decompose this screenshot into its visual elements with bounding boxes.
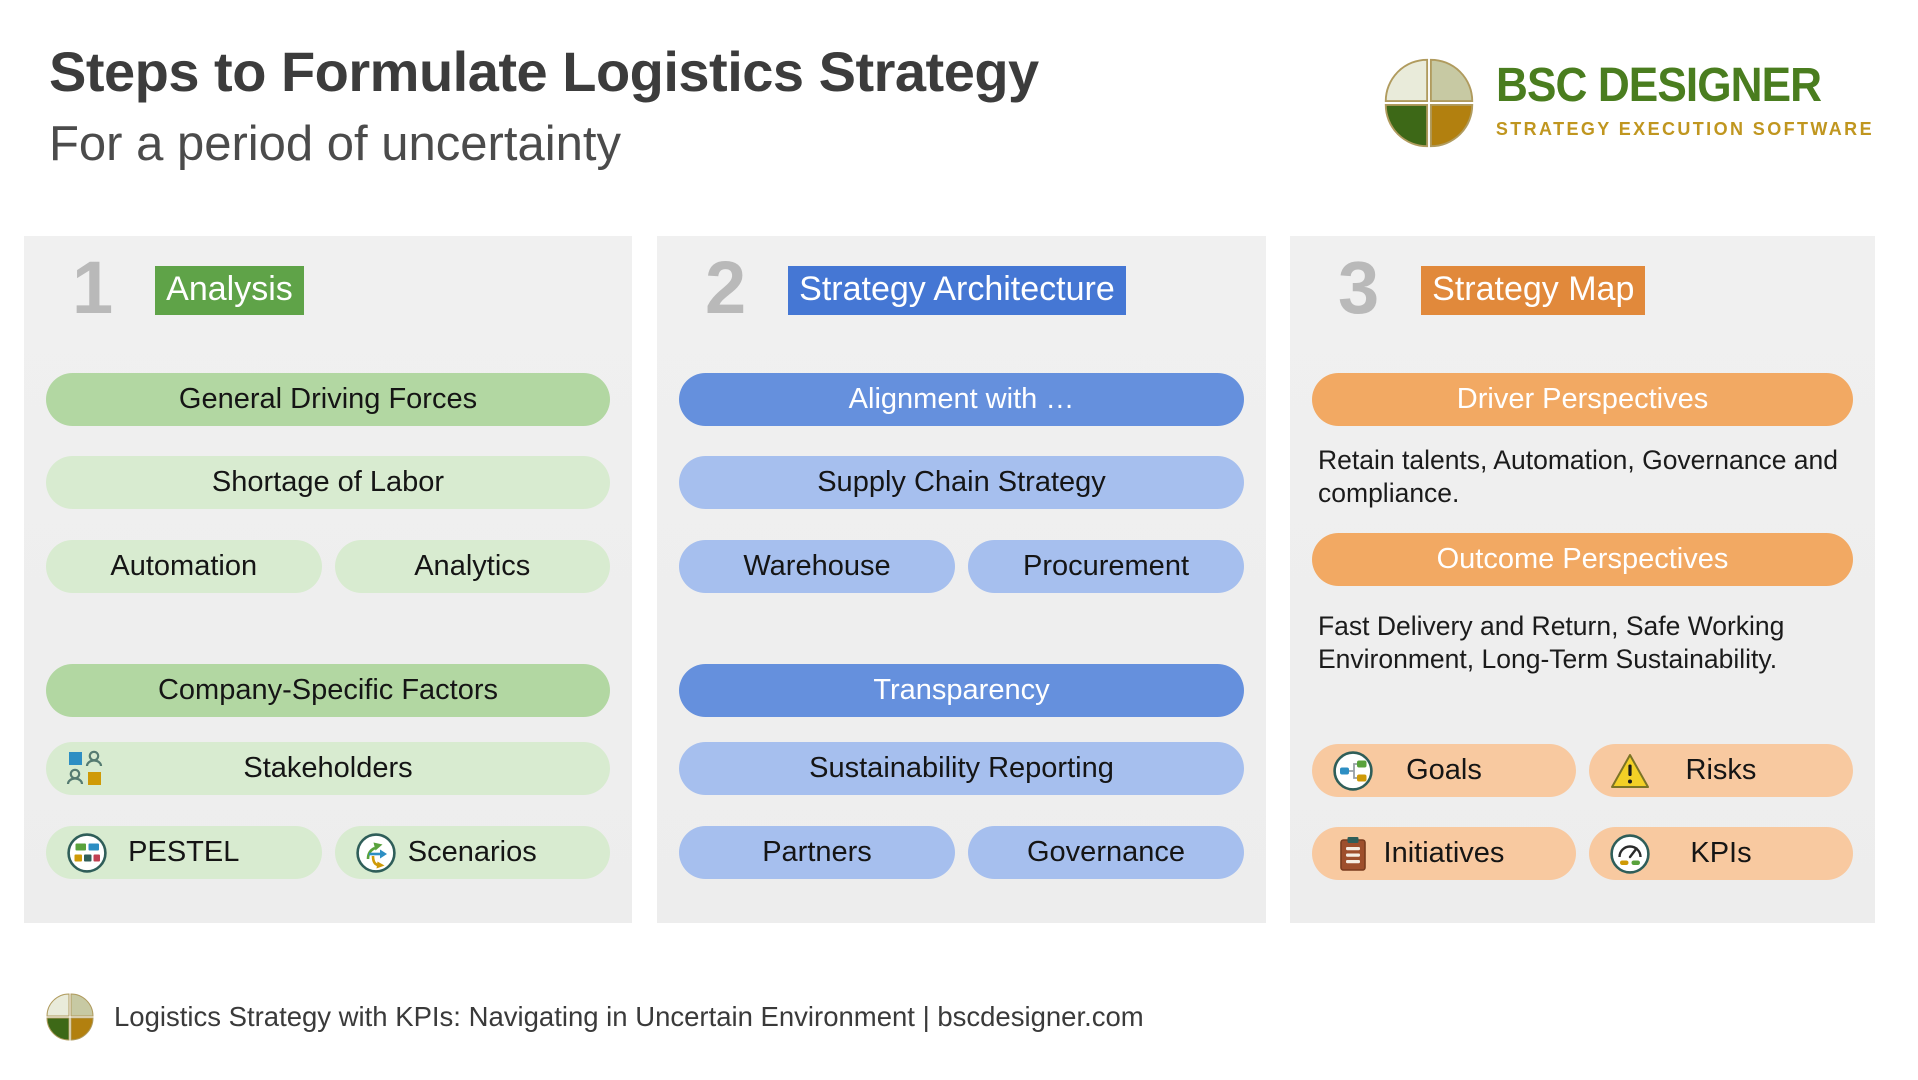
step-number-1: 1: [72, 246, 114, 329]
footer-quadrant-logo-icon: [46, 993, 94, 1041]
pill-outcome-perspectives: Outcome Perspectives: [1312, 533, 1853, 586]
driver-perspectives-note: Retain talents, Automation, Governance a…: [1318, 445, 1839, 508]
pill-alignment: Alignment with …: [679, 373, 1244, 426]
pill-label: Goals: [1406, 754, 1482, 786]
step-header-strategy-map: 3 Strategy Map: [1338, 246, 1646, 329]
step-title-analysis: Analysis: [155, 266, 304, 316]
brand-logo: BSC DESIGNER STRATEGY EXECUTION SOFTWARE: [1382, 56, 1874, 150]
pill-kpis: KPIs: [1589, 827, 1853, 880]
brand-name: BSC DESIGNER: [1495, 59, 1822, 112]
brand-text: BSC DESIGNER STRATEGY EXECUTION SOFTWARE: [1496, 56, 1874, 140]
pill-shortage-of-labor: Shortage of Labor: [46, 456, 610, 509]
pill-label: KPIs: [1690, 837, 1752, 869]
stakeholders-icon: [66, 747, 110, 791]
footer: Logistics Strategy with KPIs: Navigating…: [45, 992, 1144, 1042]
pill-transparency: Transparency: [679, 664, 1244, 717]
kpis-gauge-icon: [1609, 833, 1651, 875]
step-title-strategy-map: Strategy Map: [1421, 266, 1646, 316]
page-subtitle: For a period of uncertainty: [49, 117, 621, 171]
pill-partners: Partners: [679, 826, 955, 879]
panel-analysis: 1 Analysis General Driving Forces Shorta…: [24, 236, 632, 923]
pill-label: Initiatives: [1383, 837, 1505, 869]
pill-general-driving-forces: General Driving Forces: [46, 373, 610, 426]
step-header-analysis: 1 Analysis: [72, 246, 304, 329]
pill-procurement: Procurement: [968, 540, 1244, 593]
pill-automation: Automation: [46, 540, 322, 593]
step-header-architecture: 2 Strategy Architecture: [705, 246, 1126, 329]
pill-analytics: Analytics: [334, 540, 610, 593]
pill-supply-chain-strategy: Supply Chain Strategy: [679, 456, 1244, 509]
page-title: Steps to Formulate Logistics Strategy: [49, 40, 1039, 103]
pill-label: Risks: [1685, 754, 1757, 786]
footer-text: Logistics Strategy with KPIs: Navigating…: [114, 1001, 1144, 1032]
pill-driver-perspectives: Driver Perspectives: [1312, 373, 1853, 426]
pill-label: Scenarios: [407, 836, 537, 868]
panel-strategy-architecture: 2 Strategy Architecture Alignment with ……: [657, 236, 1266, 923]
pill-pestel: PESTEL: [46, 826, 322, 879]
masthead: Steps to Formulate Logistics Strategy Fo…: [49, 44, 1039, 169]
pill-goals: Goals: [1312, 744, 1576, 797]
bsc-quadrant-logo-icon: [1384, 58, 1474, 148]
pill-governance: Governance: [968, 826, 1244, 879]
pestel-icon: [66, 832, 108, 874]
brand-tagline: STRATEGY EXECUTION SOFTWARE: [1495, 119, 1874, 139]
pill-company-specific-factors: Company-Specific Factors: [46, 664, 610, 717]
risk-warning-icon: [1609, 750, 1651, 792]
outcome-perspectives-note: Fast Delivery and Return, Safe Working E…: [1318, 611, 1785, 674]
pill-initiatives: Initiatives: [1312, 827, 1576, 880]
pill-sustainability-reporting: Sustainability Reporting: [679, 742, 1244, 795]
pill-warehouse: Warehouse: [679, 540, 955, 593]
step-title-architecture: Strategy Architecture: [788, 266, 1126, 316]
panel-strategy-map: 3 Strategy Map Driver Perspectives Retai…: [1290, 236, 1875, 923]
pill-risks: Risks: [1589, 744, 1853, 797]
pill-label: PESTEL: [128, 836, 240, 868]
pill-label: Stakeholders: [243, 752, 413, 784]
goals-icon: [1332, 750, 1374, 792]
step-number-3: 3: [1338, 246, 1380, 329]
pill-scenarios: Scenarios: [334, 826, 610, 879]
step-number-2: 2: [705, 246, 747, 329]
pill-stakeholders: Stakeholders: [46, 742, 610, 795]
initiatives-clipboard-icon: [1332, 833, 1374, 875]
scenarios-icon: [355, 832, 397, 874]
